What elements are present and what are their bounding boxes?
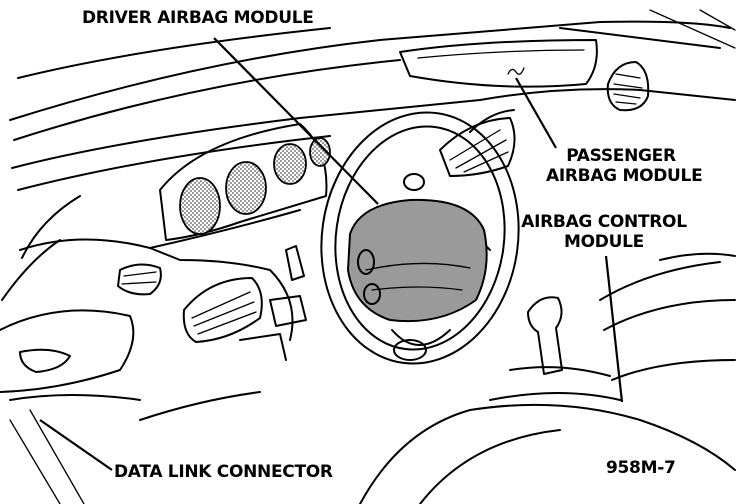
steering-column [139, 245, 307, 421]
center-air-vents [403, 109, 516, 191]
driver-airbag-hub [346, 198, 488, 323]
figure-id: 958M-7 [606, 458, 676, 478]
windshield-outline [9, 9, 736, 141]
instrument-cluster [149, 123, 331, 249]
leader-driver-airbag [213, 37, 379, 205]
passenger-label-line1: PASSENGER [566, 146, 676, 166]
left-air-vent [182, 277, 263, 343]
airbag-control-module-label: AIRBAG CONTROL MODULE [510, 212, 698, 252]
leader-data-link [39, 419, 113, 471]
passenger-airbag-module-label: PASSENGER AIRBAG MODULE [546, 146, 703, 186]
left-dashboard [0, 238, 294, 401]
data-link-connector-label: DATA LINK CONNECTOR [114, 462, 333, 482]
passenger-label-line2: AIRBAG MODULE [546, 166, 703, 186]
front-seat [9, 252, 736, 504]
control-label-line2: MODULE [564, 232, 644, 252]
center-console [489, 261, 736, 401]
leader-airbag-control [604, 255, 624, 403]
driver-airbag-module-label: DRIVER AIRBAG MODULE [82, 8, 314, 28]
leader-passenger-airbag [515, 77, 557, 149]
control-label-line1: AIRBAG CONTROL [521, 212, 687, 232]
passenger-airbag-door [399, 39, 598, 88]
leader-lines [39, 37, 624, 471]
right-air-vent [606, 61, 650, 112]
dashboard-top [1, 88, 736, 301]
